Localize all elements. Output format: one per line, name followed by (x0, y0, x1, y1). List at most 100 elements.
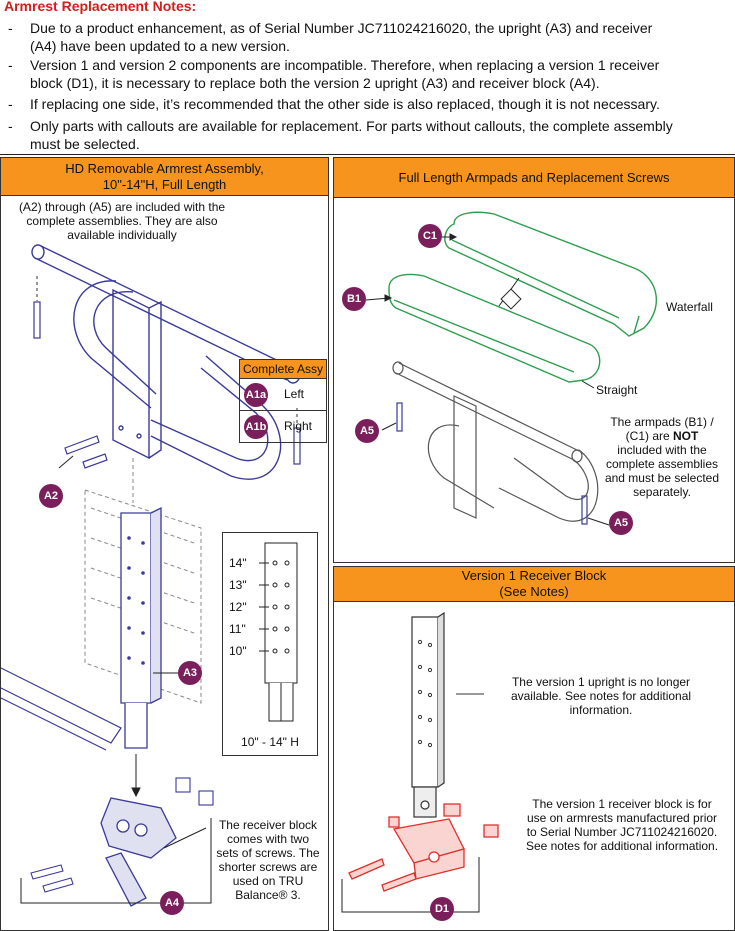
note-line: shorter screws are (218, 860, 318, 874)
screw-washer (198, 790, 214, 806)
armrest-assembly-diagram (1, 244, 301, 907)
note-line: The version 1 upright is no longer (511, 675, 691, 689)
assy-side-label: Right (284, 419, 313, 433)
upright-v1-note: The version 1 upright is no longer avail… (486, 675, 716, 717)
complete-assy-header: Complete Assy (240, 360, 326, 379)
panel-title: HD Removable Armrest Assembly, (65, 160, 264, 176)
note-line: The receiver block (218, 818, 318, 832)
waterfall-label: Waterfall (666, 300, 713, 314)
callout-c1: C1 (418, 224, 442, 248)
note-text: block (D1), it is necessary to replace b… (30, 75, 600, 91)
receiver-v1-note: The version 1 receiver block is for use … (512, 797, 732, 853)
callout-d1: D1 (430, 897, 454, 921)
armrest-loop (427, 424, 599, 522)
note-bullet: - (8, 57, 13, 73)
panel-header: Version 1 Receiver Block (See Notes) (334, 567, 734, 602)
note-line: complete assemblies. They are also (26, 214, 218, 228)
note-text: Due to a product enhancement, as of Seri… (30, 20, 653, 36)
screw-washer (388, 816, 400, 828)
note-line: (C1) are (625, 429, 673, 443)
version1-receiver-diagram (341, 611, 499, 913)
callout-badge: A1b (244, 415, 268, 439)
callout-a5: A5 (355, 419, 379, 443)
note-text: must be selected. (30, 136, 140, 152)
receiver-screws-note: The receiver block comes with two sets o… (211, 818, 325, 902)
complete-assy-table: Complete Assy A1a Left A1b Right (239, 359, 327, 443)
note-line: information. (569, 703, 633, 717)
note-line: separately. (633, 485, 691, 499)
armrest-tube (395, 362, 580, 461)
screw (381, 872, 417, 892)
height-chart: 14" 13" 12" 11" 10" 10" - 14" H (222, 532, 318, 756)
screw (348, 858, 385, 880)
straight-label: Straight (596, 383, 638, 397)
complete-assy-row: A1a Left (240, 379, 326, 411)
complete-assy-row: A1b Right (240, 411, 326, 442)
panel-title: Version 1 Receiver Block (461, 568, 607, 583)
upright-a3 (120, 512, 152, 704)
callout-b1: B1 (342, 287, 366, 311)
panel-title: Full Length Armpads and Replacement Scre… (398, 169, 670, 185)
note-text: Only parts with callouts are available f… (30, 118, 673, 134)
screw (33, 301, 41, 339)
upright-v1 (411, 616, 439, 788)
screw (581, 495, 588, 525)
screw-washer (443, 803, 461, 817)
note-text: Version 1 and version 2 components are i… (30, 57, 660, 73)
notes-title: Armrest Replacement Notes: (4, 0, 197, 14)
height-label: 11" (229, 622, 246, 636)
note-text: If replacing one side, it’s recommended … (30, 96, 660, 112)
assy-side-label: Left (284, 387, 305, 401)
note-line: See notes for additional information. (525, 839, 719, 853)
height-range-label: 10" - 14" H (241, 735, 299, 749)
note-line: to Serial Number JC711024216020. (526, 825, 718, 839)
version1-receiver-panel: Version 1 Receiver Block (See Notes) (333, 566, 735, 931)
armpads-panel: Full Length Armpads and Replacement Scre… (333, 157, 735, 563)
note-line: The version 1 receiver block is for (532, 797, 712, 811)
upright-block (453, 395, 477, 519)
height-label: 14" (229, 556, 247, 570)
height-label: 12" (229, 600, 247, 614)
armpads-note: The armpads (B1) / (C1) are NOT included… (596, 415, 728, 499)
note-line: included with the (617, 443, 707, 457)
note-line: Balance® 3. (235, 888, 301, 902)
screw (42, 877, 74, 893)
height-label: 10" (229, 644, 247, 658)
panel-title: (See Notes) (499, 584, 569, 599)
note-line: comes with two (226, 832, 310, 846)
note-text: (A4) have been updated to a new version. (30, 38, 290, 54)
note-bullet: - (8, 20, 13, 36)
callout-a3: A3 (178, 661, 202, 685)
panel-header: Full Length Armpads and Replacement Scre… (334, 158, 734, 198)
armpad-c1-waterfall (444, 211, 658, 337)
callout-badge: A1a (244, 383, 268, 407)
frame-rail (1, 667, 122, 751)
notes-divider (0, 154, 735, 155)
assembly-intro-note: (A2) through (A5) are included with the … (11, 200, 233, 242)
note-emphasis: NOT (673, 429, 699, 443)
note-line: The armpads (B1) / (610, 415, 714, 429)
orientation-symbol (500, 288, 522, 310)
screw (396, 402, 403, 432)
armrest-assembly-panel: HD Removable Armrest Assembly, 10"-14"H,… (0, 157, 329, 931)
note-line: and must be selected (604, 471, 720, 485)
note-line: available. See notes for additional (510, 689, 692, 703)
height-chart-diagram (259, 542, 298, 722)
screw (64, 435, 100, 455)
armrest-loop (73, 280, 157, 409)
note-line: sets of screws. The (216, 846, 320, 860)
note-line: complete assemblies (605, 457, 719, 471)
screw-washer (483, 824, 499, 838)
note-line: use on armrests manufactured prior (526, 811, 718, 825)
armpad-b1-straight (388, 273, 601, 383)
panel-title: 10"-14"H, Full Length (102, 176, 227, 192)
upright-block (112, 288, 150, 460)
note-line: (A2) through (A5) are included with the (18, 200, 226, 214)
replacement-notes: Armrest Replacement Notes: - Due to a pr… (0, 0, 735, 154)
screw (293, 427, 301, 465)
note-line: available individually (67, 228, 177, 242)
note-line: used on TRU (232, 874, 304, 888)
screw (82, 453, 108, 469)
screw-washer (175, 777, 191, 793)
note-bullet: - (8, 96, 13, 112)
